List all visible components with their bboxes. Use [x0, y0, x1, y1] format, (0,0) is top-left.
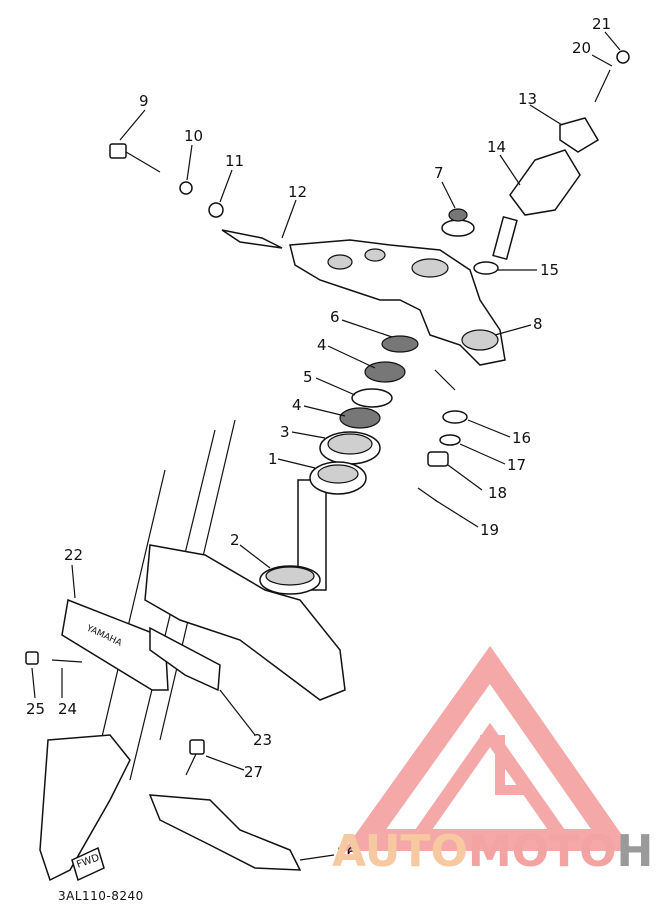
callout-4a: 4 [317, 336, 327, 354]
fwd-arrow-icon: FWD [71, 846, 105, 882]
callout-11: 11 [225, 152, 244, 170]
callout-13: 13 [518, 90, 537, 108]
callout-23: 23 [253, 731, 272, 749]
stay-26 [148, 794, 302, 871]
callout-14: 14 [487, 138, 506, 156]
callout-15: 15 [540, 261, 559, 279]
callout-10: 10 [184, 127, 203, 145]
watermark-text: AUTO MOTO HUB [332, 826, 657, 877]
callout-4b: 4 [292, 396, 302, 414]
callout-16: 16 [512, 429, 531, 447]
callout-12: 12 [288, 183, 307, 201]
nut-18 [427, 451, 449, 467]
callout-7: 7 [434, 164, 444, 182]
watermark-moto: MOTO [468, 826, 617, 877]
callout-26: 26 [337, 844, 356, 862]
leader-lines [31, 31, 621, 861]
callout-1: 1 [268, 450, 278, 468]
callout-21: 21 [592, 15, 611, 33]
upper-bracket [289, 239, 506, 366]
bearing-upper [319, 431, 381, 465]
callout-24: 24 [58, 700, 77, 718]
lower-bracket [79, 419, 346, 831]
cap-bolt [441, 208, 475, 237]
bolt-9 [109, 143, 161, 173]
washer-17 [439, 434, 461, 446]
callout-20: 20 [572, 39, 591, 57]
callout-9: 9 [139, 92, 149, 110]
pin-19 [417, 487, 439, 503]
handlebar-holder [492, 149, 581, 261]
bearing-lower [309, 461, 367, 495]
fork-lower [39, 734, 131, 882]
callouts: 1 2 3 4 4 5 6 7 8 9 10 11 12 13 14 15 16… [26, 15, 611, 862]
callout-17: 17 [507, 456, 526, 474]
washer-16 [442, 410, 468, 424]
emblem-plate: YAMAHA [61, 598, 169, 691]
nut-25 [25, 651, 39, 665]
watermark-auto: AUTO [332, 826, 468, 877]
bolt-20-21 [594, 50, 630, 103]
ring-nuts [339, 335, 419, 429]
callout-8: 8 [533, 315, 543, 333]
diagram-code: 3AL110-8240 [58, 889, 144, 903]
bolt-27 [185, 739, 205, 776]
callout-2: 2 [230, 531, 240, 549]
clamp-cap [559, 117, 600, 153]
bracket-23 [149, 626, 221, 692]
watermark-logo [343, 645, 634, 851]
washer-15 [473, 261, 499, 275]
callout-6: 6 [330, 308, 340, 326]
callout-3: 3 [280, 423, 290, 441]
circlip-10 [179, 181, 193, 195]
watermark-hub: HUB [616, 826, 657, 877]
callout-19: 19 [480, 521, 499, 539]
bolt-24 [51, 659, 83, 663]
callout-22: 22 [64, 546, 83, 564]
washer-11 [208, 202, 224, 218]
callout-27: 27 [244, 763, 263, 781]
callout-18: 18 [488, 484, 507, 502]
plate-12 [221, 229, 283, 249]
callout-25: 25 [26, 700, 45, 718]
callout-5: 5 [303, 368, 313, 386]
